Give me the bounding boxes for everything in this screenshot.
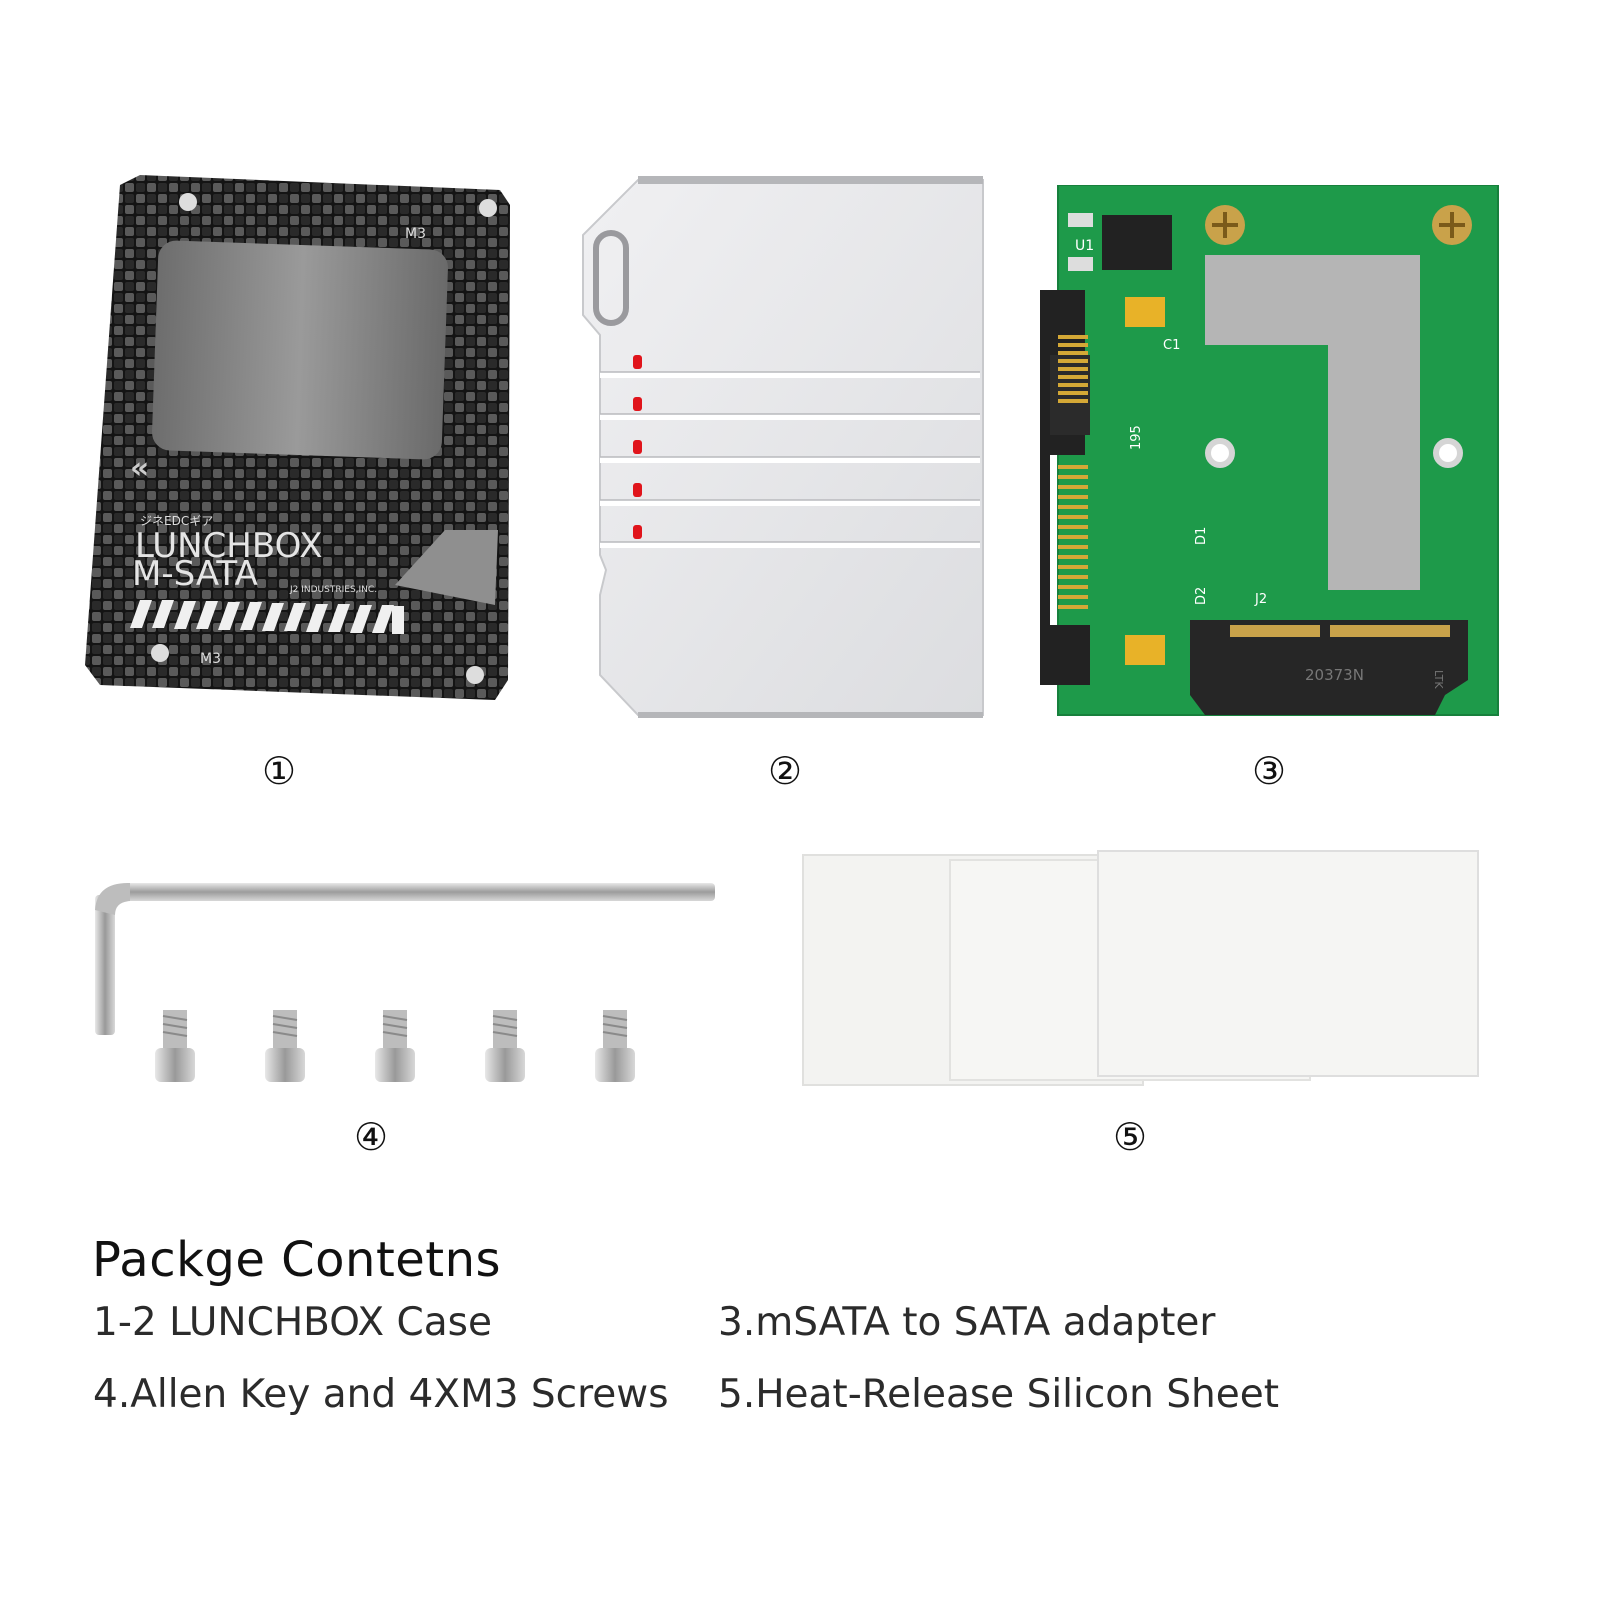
allen-key-and-screws-image	[95, 882, 715, 1082]
contents-item-1: 1-2 LUNCHBOX Case	[93, 1300, 492, 1345]
connector-text: 20373N	[1305, 666, 1364, 684]
silk-j2: J2	[1254, 592, 1267, 607]
item-number-1: ①	[262, 749, 297, 793]
item-number-4: ④	[354, 1115, 389, 1159]
connector-text2: LTK	[1432, 670, 1445, 689]
carbon-case-lid-image: « ジネEDCギア LUNCHBOX M-SATA J2 INDUSTRIES,…	[85, 175, 510, 700]
case-print-small: J2 INDUSTRIES,INC.	[289, 585, 377, 595]
svg-text:«: «	[130, 451, 149, 486]
contents-item-3: 4.Allen Key and 4XM3 Screws	[93, 1372, 669, 1417]
case-print-line2: M-SATA	[132, 554, 258, 594]
silk-d1: D1	[1194, 527, 1209, 545]
silicon-sheets-image	[802, 850, 1479, 1086]
aluminum-case-body-image	[582, 176, 984, 718]
contents-item-2: 3.mSATA to SATA adapter	[718, 1300, 1216, 1345]
silk-c1: C1	[1163, 338, 1180, 353]
package-contents-title: Packge Contetns	[92, 1232, 502, 1288]
item-number-3: ③	[1252, 749, 1287, 793]
item-number-5: ⑤	[1113, 1115, 1148, 1159]
case-screw-mark-bottom: M3	[200, 651, 221, 667]
screws-group	[155, 1010, 635, 1082]
silk-195: 195	[1129, 425, 1144, 450]
msata-adapter-board-image: U1 C1 195 D1 D2 J2 20373N LTK	[1040, 185, 1499, 716]
silk-u1: U1	[1075, 238, 1094, 254]
case-print-top: ジネEDCギア	[140, 514, 213, 528]
case-screw-mark-top: M3	[405, 226, 426, 242]
item-number-2: ②	[768, 749, 803, 793]
case-print-line1: LUNCHBOX	[135, 526, 322, 566]
contents-item-4: 5.Heat-Release Silicon Sheet	[718, 1372, 1280, 1417]
silk-d2: D2	[1194, 587, 1209, 605]
